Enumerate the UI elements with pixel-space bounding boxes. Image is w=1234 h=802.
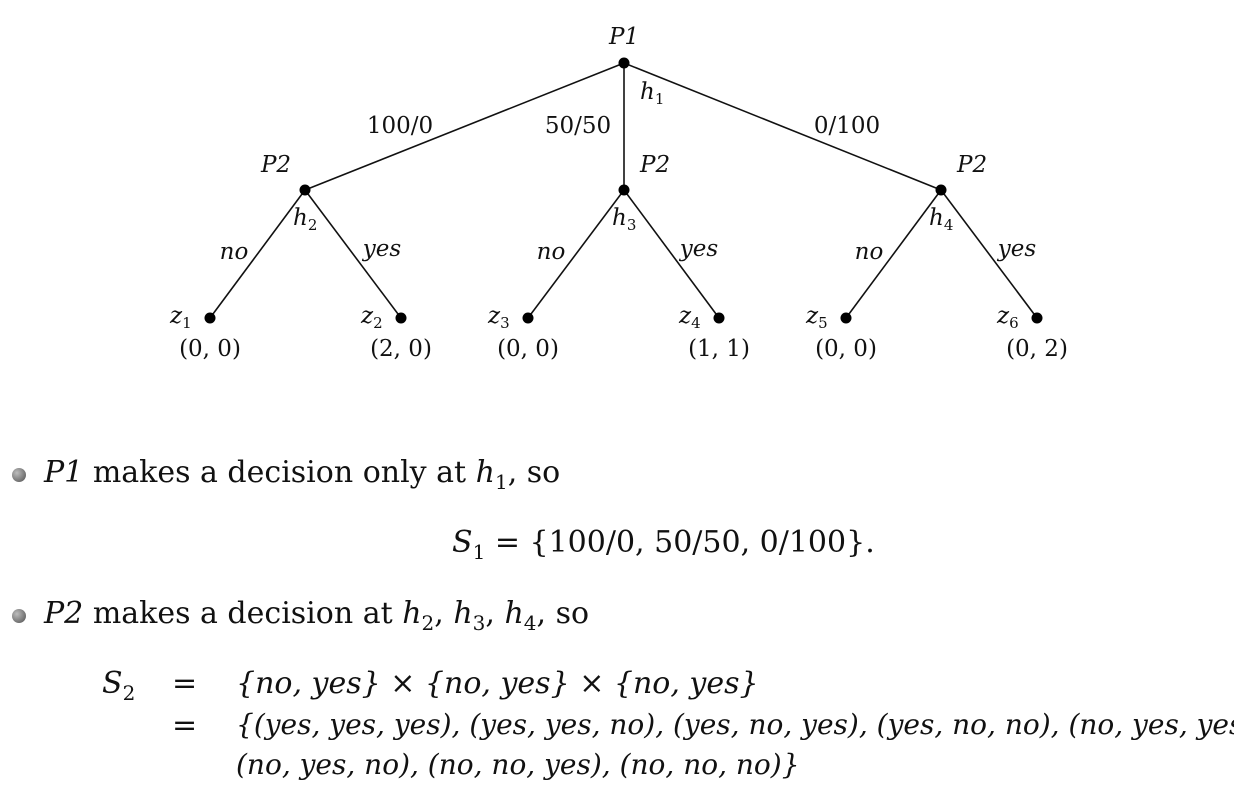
eq1-rhs: = {100/0, 50/50, 0/100}. — [485, 525, 875, 560]
bullet-p2: P2 makes a decision at h2, h3, h4, so — [12, 596, 589, 635]
eq2-lhs: S — [102, 666, 123, 701]
eq1-lhs: S — [452, 525, 473, 560]
branch-action-label-2: 50/50 — [545, 113, 611, 139]
branch-info-set-label-1: h2 — [293, 205, 317, 234]
root-info-set-label: h1 — [640, 79, 664, 108]
bullet2-h2: h — [402, 596, 422, 631]
bullet2-sep: , — [485, 596, 505, 631]
bullet1-player: P1 — [44, 455, 84, 490]
terminal-payoff-5: (0, 0) — [815, 336, 877, 362]
bullet1-text: makes a decision only at — [83, 455, 476, 490]
root-node — [618, 57, 630, 69]
terminal-node-1 — [204, 312, 216, 324]
bullet2-h3-sub: 3 — [472, 611, 486, 635]
terminal-payoff-4: (1, 1) — [688, 336, 750, 362]
branch-action-label-3: 0/100 — [814, 113, 880, 139]
bullet1-h: h — [475, 455, 495, 490]
terminal-name-4: z4 — [678, 303, 701, 332]
leaf-action-no-1: no — [220, 239, 249, 265]
terminal-payoff-3: (0, 0) — [497, 336, 559, 362]
edge-branch-2-leaf-1 — [527, 189, 625, 319]
branch-player-label-2: P2 — [639, 152, 670, 178]
bullet2-h3: h — [453, 596, 473, 631]
bullet1-hsub: 1 — [494, 470, 508, 494]
terminal-name-2: z2 — [360, 303, 383, 332]
edge-branch-1-leaf-1 — [209, 189, 306, 319]
leaf-action-no-3: no — [855, 239, 884, 265]
branch-action-label-1: 100/0 — [367, 113, 433, 139]
equation-s1: S1 = {100/0, 50/50, 0/100}. — [452, 525, 875, 564]
eq2-eq-sign-1: = — [172, 666, 198, 701]
terminal-node-5 — [840, 312, 852, 324]
bullet2-sep: , — [434, 596, 454, 631]
eq2-line1: {no, yes} × {no, yes} × {no, yes} — [236, 666, 759, 701]
terminal-payoff-1: (0, 0) — [179, 336, 241, 362]
bullet2-h2-sub: 2 — [421, 611, 435, 635]
bullet-p1: P1 makes a decision only at h1, so — [12, 455, 560, 494]
bullet-icon — [12, 608, 26, 623]
bullet1-tail: , so — [507, 455, 561, 490]
branch-player-label-1: P2 — [260, 152, 291, 178]
bullet2-tail: , so — [536, 596, 590, 631]
terminal-payoff-6: (0, 2) — [1006, 336, 1068, 362]
bullet2-h4-sub: 4 — [523, 611, 537, 635]
decision-node-p2-2 — [618, 184, 630, 196]
edge-branch-2-leaf-2 — [623, 189, 720, 319]
edge-root-branch-3 — [623, 62, 942, 191]
eq1-lhs-sub: 1 — [472, 540, 486, 564]
eq2-line2: {(yes, yes, yes), (yes, yes, no), (yes, … — [236, 708, 1234, 741]
decision-node-p2-1 — [299, 184, 311, 196]
leaf-action-yes-3: yes — [997, 236, 1037, 262]
terminal-node-6 — [1031, 312, 1043, 324]
terminal-node-2 — [395, 312, 407, 324]
eq2-line3: (no, yes, no), (no, no, yes), (no, no, n… — [236, 748, 800, 781]
game-tree: P1 h1 100/0P2 h2 no yes z1 (0, 0) z2 (2, 0) 50/50P… — [169, 24, 1068, 362]
terminal-name-6: z6 — [996, 303, 1019, 332]
edge-root-branch-1 — [304, 62, 625, 191]
leaf-action-yes-2: yes — [679, 236, 719, 262]
terminal-node-4 — [713, 312, 725, 324]
root-player-label: P1 — [608, 24, 639, 50]
terminal-name-1: z1 — [169, 303, 192, 332]
edge-branch-1-leaf-2 — [304, 189, 402, 319]
edge-branch-3-leaf-1 — [845, 189, 942, 319]
terminal-node-3 — [522, 312, 534, 324]
bullet-icon — [12, 467, 26, 482]
branch-player-label-3: P2 — [956, 152, 987, 178]
eq2-lhs-sub: 2 — [122, 681, 136, 705]
eq2-lhs-wrap: S2 — [102, 666, 135, 705]
eq2-eq-sign-2: = — [172, 708, 198, 743]
leaf-action-no-2: no — [537, 239, 566, 265]
bullet2-player: P2 — [44, 596, 84, 631]
branch-info-set-label-3: h4 — [929, 205, 953, 234]
leaf-action-yes-1: yes — [362, 236, 402, 262]
branch-info-set-label-2: h3 — [612, 205, 636, 234]
edge-branch-3-leaf-2 — [940, 189, 1038, 319]
terminal-name-5: z5 — [805, 303, 828, 332]
bullet2-h4: h — [504, 596, 524, 631]
decision-node-p2-3 — [935, 184, 947, 196]
terminal-name-3: z3 — [487, 303, 510, 332]
bullet2-text: makes a decision at — [83, 596, 403, 631]
terminal-payoff-2: (2, 0) — [370, 336, 432, 362]
